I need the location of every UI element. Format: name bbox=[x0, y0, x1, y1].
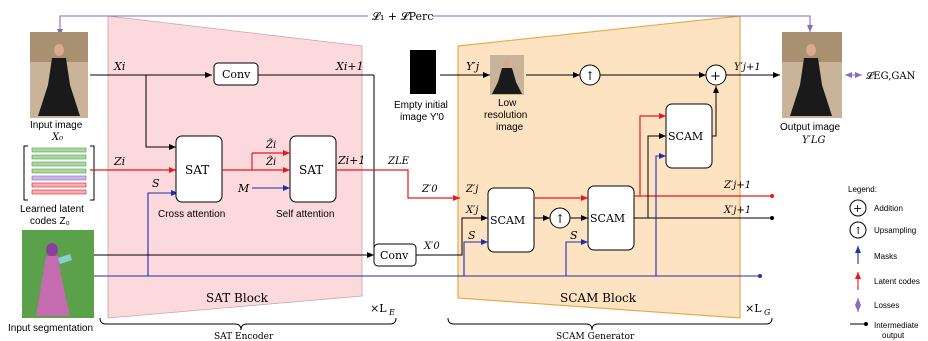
sat-encoder-label: SAT Encoder bbox=[214, 332, 274, 341]
loss-top-connector bbox=[57, 15, 368, 36]
legend-addition-icon bbox=[849, 199, 867, 217]
zj-label: Z′j bbox=[465, 184, 478, 195]
s-mask-into-sat bbox=[147, 190, 178, 276]
scam-box-2-label: SCAM bbox=[590, 212, 625, 225]
legend-intermediate-label-2: output bbox=[882, 331, 905, 340]
conv-top-label: Conv bbox=[222, 68, 251, 81]
sat-cross-label: SAT bbox=[185, 163, 209, 177]
sat-self-label: SAT bbox=[299, 163, 323, 177]
empty-initial-label-2: image Y′0 bbox=[400, 112, 444, 123]
low-res-label-3: image bbox=[496, 122, 524, 133]
legend-latent-label: Latent codes bbox=[874, 277, 920, 286]
scam-generator-label: SCAM Generator bbox=[556, 332, 635, 341]
s-label-scam1: S bbox=[468, 229, 476, 242]
input-segmentation-label: Input segmentation bbox=[8, 323, 93, 334]
blue-into-scam3 bbox=[655, 153, 666, 276]
self-attention-label: Self attention bbox=[276, 209, 334, 220]
zi1-to-z0p bbox=[336, 169, 460, 201]
m-label: M bbox=[237, 182, 250, 195]
output-image-photo bbox=[782, 32, 842, 118]
svg-text:+: + bbox=[853, 202, 862, 215]
loss-top-label: 𝓛₁ + 𝓛Perc bbox=[372, 10, 433, 23]
scam-box-1 bbox=[487, 187, 535, 253]
learned-latent-label-2: codes Z₀ bbox=[30, 216, 70, 227]
zi-label: Zi bbox=[113, 155, 125, 168]
loss-top-connector-right bbox=[432, 15, 813, 32]
x0-label: X₀ bbox=[51, 132, 63, 143]
sat-block-region bbox=[107, 15, 363, 319]
scam-repeat-sub: G bbox=[764, 308, 771, 317]
empty-initial-label-1: Empty initial bbox=[394, 100, 448, 111]
zi1-label: Zi+1 bbox=[337, 154, 365, 167]
learned-latent-label-1: Learned latent bbox=[20, 204, 84, 215]
input-segmentation-image bbox=[22, 230, 94, 318]
zle-label: ZLE bbox=[387, 156, 410, 167]
scam3-to-add bbox=[712, 86, 719, 137]
scam-generator-brace bbox=[447, 317, 773, 331]
low-res-image bbox=[490, 55, 524, 95]
xj-label: X′j bbox=[465, 205, 479, 216]
scam-box-3-label: SCAM bbox=[668, 130, 703, 143]
svg-text:↑: ↑ bbox=[854, 226, 862, 237]
legend-title: Legend: bbox=[848, 185, 877, 194]
sat-block-label: SAT Block bbox=[206, 291, 269, 305]
yj-label: Y′j bbox=[466, 60, 480, 73]
xi1-label: Xi+1 bbox=[335, 60, 364, 73]
zj1-label: Z′j+1 bbox=[723, 180, 751, 191]
legend-masks-label: Masks bbox=[874, 252, 897, 261]
s-label-scam2: S bbox=[570, 229, 578, 242]
low-res-label-2: resolution bbox=[484, 110, 527, 121]
x0p-label: X′0 bbox=[423, 241, 440, 252]
empty-initial-image bbox=[410, 50, 436, 94]
scam-box-1-label: SCAM bbox=[490, 214, 525, 227]
s-into-scam2 bbox=[565, 239, 588, 276]
addition-top-symbol: + bbox=[710, 69, 721, 84]
z0p-label: Z′0 bbox=[421, 184, 438, 195]
legend-upsampling-label: Upsampling bbox=[874, 226, 916, 235]
yj1-label: Y′j+1 bbox=[734, 62, 761, 73]
conv-top-box bbox=[213, 62, 259, 86]
output-image-label: Output image bbox=[780, 122, 840, 133]
s-mask-label-sat: S bbox=[152, 177, 160, 190]
low-res-label-1: Low bbox=[498, 98, 517, 109]
cross-attention-label: Cross attention bbox=[158, 209, 225, 220]
input-image-photo bbox=[30, 32, 88, 118]
black-into-scam3 bbox=[647, 133, 666, 218]
legend-losses-label: Losses bbox=[874, 301, 899, 310]
sat-repeat-label: ×L bbox=[370, 302, 387, 315]
learned-latent-codes bbox=[23, 145, 95, 201]
s-into-scam1 bbox=[463, 239, 488, 276]
upsample-mid-symbol: ↑ bbox=[555, 212, 565, 226]
conv-bottom-out bbox=[416, 215, 488, 256]
xi-into-sat bbox=[145, 75, 176, 150]
xj1-label: X′j+1 bbox=[723, 205, 751, 216]
legend-upsampling-icon bbox=[849, 221, 867, 239]
output-image-sub: Y′LG bbox=[802, 135, 826, 146]
legend: Legend: + Addition ↑ Upsampling Masks La… bbox=[848, 185, 920, 340]
legend-intermediate-label-1: Intermediate bbox=[874, 321, 919, 330]
input-image-label: Input image bbox=[30, 120, 83, 131]
sat-repeat-sub: E bbox=[388, 308, 395, 317]
loss-right-label: 𝓛EG,GAN bbox=[866, 70, 916, 82]
conv-bottom-label: Conv bbox=[380, 249, 409, 262]
red-into-scam3 bbox=[639, 113, 666, 196]
legend-addition-label: Addition bbox=[874, 204, 903, 213]
sat-cross-box bbox=[175, 135, 223, 203]
sat-encoder-brace bbox=[99, 317, 397, 331]
xi-label: Xi bbox=[113, 60, 125, 73]
scam-block-label: SCAM Block bbox=[560, 291, 637, 305]
sat-self-box bbox=[289, 135, 337, 203]
zt-b-label: Z̃i bbox=[265, 156, 276, 168]
upsample-top-symbol: ↑ bbox=[585, 69, 595, 83]
zt-a-label: Z̃i bbox=[265, 139, 276, 151]
scam-repeat-label: ×L bbox=[745, 302, 762, 315]
